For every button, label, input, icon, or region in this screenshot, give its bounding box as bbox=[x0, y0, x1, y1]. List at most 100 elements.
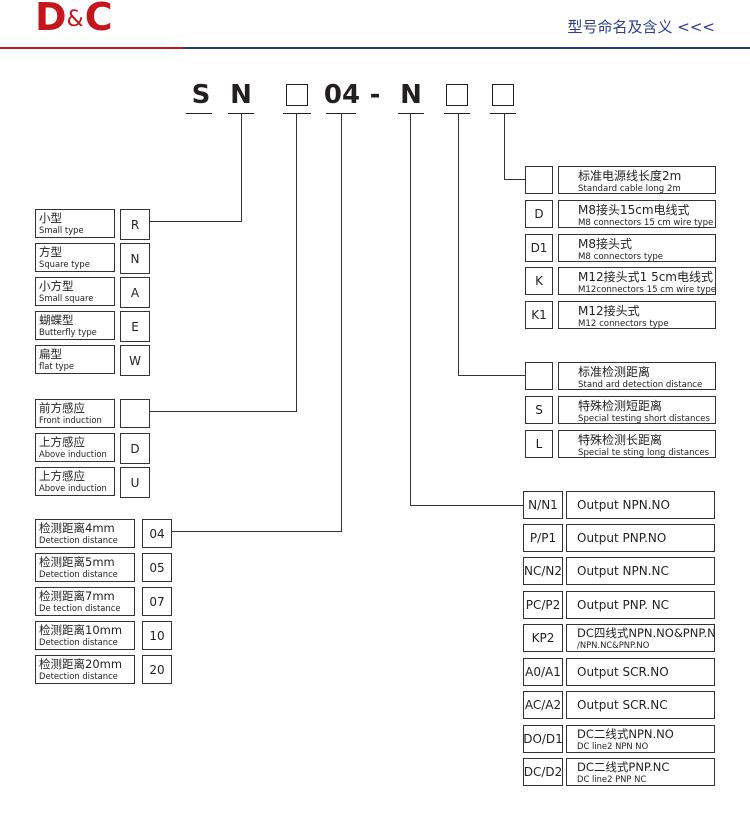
underline-induction bbox=[283, 113, 311, 115]
type-code-a: A bbox=[120, 277, 150, 308]
output-code-p-p1: P/P1 bbox=[523, 524, 563, 552]
type-code-e: E bbox=[120, 311, 150, 342]
code-letter-output: N bbox=[400, 80, 422, 110]
output-code-kp2: KP2 bbox=[523, 624, 563, 652]
output-code-nc-n2: NC/N2 bbox=[523, 557, 563, 585]
type-label-cn: 扁型 bbox=[39, 347, 62, 361]
connector-output-h bbox=[410, 505, 523, 506]
induction-label-en: Above induction bbox=[39, 483, 107, 493]
distance-label-en: De tection distance bbox=[39, 603, 121, 613]
distance-label-cn: 检测距离7mm bbox=[39, 589, 115, 603]
output-label-pnp-no: Output PNP.NO bbox=[566, 524, 715, 552]
type-code-w: W bbox=[120, 345, 150, 376]
distance-label-cn: 检测距离10mm bbox=[39, 623, 123, 637]
detect-label-en: Special te sting long distances bbox=[578, 448, 710, 458]
output-code-ac-a2: AC/A2 bbox=[523, 691, 563, 719]
distance-code-20: 20 bbox=[142, 655, 172, 684]
output-label-npn-no: Output NPN.NO bbox=[566, 491, 715, 519]
output-label-en: DC line2 NPN NO bbox=[577, 741, 649, 751]
code-letter-s: S bbox=[191, 80, 211, 110]
detect-label-short: 特殊检测短距离 Special testing short distances bbox=[558, 396, 716, 424]
type-label-cn: 方型 bbox=[39, 245, 62, 259]
type-label-square: 方型 Square type bbox=[35, 243, 115, 272]
type-label-flat: 扁型 flat type bbox=[35, 345, 115, 374]
cable-label-en: M12 connectors type bbox=[578, 319, 669, 329]
underline-s bbox=[186, 113, 212, 115]
code-range: 04 bbox=[323, 80, 361, 110]
distance-label-cn: 检测距离5mm bbox=[39, 555, 115, 569]
cable-label-cn: M12接头式 bbox=[578, 304, 640, 318]
cable-code-blank bbox=[525, 166, 553, 194]
type-label-cn: 小方型 bbox=[39, 279, 74, 293]
type-label-small-square: 小方型 Small square bbox=[35, 277, 115, 306]
induction-label-en: Front induction bbox=[39, 415, 102, 425]
cable-label-en: M8 connectors type bbox=[578, 252, 664, 262]
type-label-en: Square type bbox=[39, 259, 90, 269]
detect-label-cn: 特殊检测短距离 bbox=[578, 399, 663, 413]
type-label-small: 小型 Small type bbox=[35, 209, 115, 238]
connector-type-v bbox=[241, 113, 242, 222]
induction-label-en: Above induction bbox=[39, 449, 107, 459]
distance-label-en: Detection distance bbox=[39, 569, 118, 579]
cable-code-d: D bbox=[525, 200, 553, 228]
output-label-dc2-npn-no: DC二线式NPN.NO DC line2 NPN NO bbox=[566, 725, 715, 753]
connector-cable-v bbox=[504, 113, 505, 180]
induction-code-u: U bbox=[120, 467, 150, 498]
distance-label-10mm: 检测距离10mm Detection distance bbox=[35, 621, 135, 650]
output-label-en: /NPN.NC&PNP.NO bbox=[577, 640, 650, 650]
code-placeholder-detect bbox=[446, 84, 468, 106]
distance-label-20mm: 检测距离20mm Detection distance bbox=[35, 655, 135, 684]
cable-label-m12: M12接头式 M12 connectors type bbox=[558, 301, 716, 329]
connector-induction-h bbox=[150, 411, 297, 412]
connector-induction-v bbox=[296, 113, 297, 412]
cable-label-cn: M8接头式 bbox=[578, 237, 632, 251]
type-code-n: N bbox=[120, 243, 150, 274]
distance-code-04: 04 bbox=[142, 519, 172, 548]
output-code-pc-p2: PC/P2 bbox=[523, 591, 563, 619]
distance-label-cn: 检测距离4mm bbox=[39, 521, 115, 535]
output-label-pnp-nc: Output PNP. NC bbox=[566, 591, 715, 619]
output-code-do-d1: DO/D1 bbox=[523, 725, 563, 753]
output-label-scr-nc: Output SCR.NC bbox=[566, 691, 715, 719]
distance-code-07: 07 bbox=[142, 587, 172, 616]
cable-label-cn: M8接头15cm电线式 bbox=[578, 203, 690, 217]
induction-label-cn: 上方感应 bbox=[39, 469, 85, 483]
induction-label-cn: 前方感应 bbox=[39, 401, 85, 415]
distance-label-7mm: 检测距离7mm De tection distance bbox=[35, 587, 135, 616]
output-label-scr-no: Output SCR.NO bbox=[566, 658, 715, 686]
cable-label-m8: M8接头式 M8 connectors type bbox=[558, 234, 716, 262]
connector-distance-h bbox=[172, 531, 342, 532]
detect-label-standard: 标准检测距离 Stand ard detection distance bbox=[558, 362, 716, 390]
induction-code-d: D bbox=[120, 433, 150, 464]
output-label-en: DC line2 PNP NC bbox=[577, 774, 647, 784]
detect-label-en: Special testing short distances bbox=[578, 414, 710, 424]
induction-label-above-u: 上方感应 Above induction bbox=[35, 467, 115, 496]
connector-distance-v bbox=[341, 113, 342, 532]
detect-label-cn: 标准检测距离 bbox=[578, 365, 651, 379]
code-placeholder-cable bbox=[492, 84, 514, 106]
induction-code-blank bbox=[120, 399, 150, 428]
distance-code-10: 10 bbox=[142, 621, 172, 650]
underline-detect bbox=[444, 113, 470, 115]
underline-output bbox=[398, 113, 424, 115]
output-code-a0-a1: A0/A1 bbox=[523, 658, 563, 686]
output-label-cn: DC二线式NPN.NO bbox=[577, 727, 674, 741]
page-title: 型号命名及含义 <<< bbox=[567, 18, 715, 36]
output-code-n-n1: N/N1 bbox=[523, 491, 563, 519]
type-label-en: Butterfly type bbox=[39, 327, 97, 337]
detect-label-cn: 特殊检测长距离 bbox=[578, 433, 663, 447]
brand-logo: D & C bbox=[35, 0, 113, 39]
output-label-cn: DC二线式PNP.NC bbox=[577, 760, 670, 774]
cable-label-en: M12connectors 15 cm wire type bbox=[578, 285, 716, 295]
connector-cable-h bbox=[504, 179, 525, 180]
output-label-dc4-wire: DC四线式NPN.NO&PNP.NC /NPN.NC&PNP.NO bbox=[566, 624, 715, 652]
header-divider-blue bbox=[183, 47, 750, 49]
cable-code-k1: K1 bbox=[525, 301, 553, 329]
cable-label-m8-wire: M8接头15cm电线式 M8 connectors 15 cm wire typ… bbox=[558, 200, 716, 228]
type-label-butterfly: 蝴蝶型 Butterfly type bbox=[35, 311, 115, 340]
connector-detect-h bbox=[458, 375, 525, 376]
cable-code-k: K bbox=[525, 267, 553, 295]
induction-label-above-d: 上方感应 Above induction bbox=[35, 433, 115, 462]
output-label-dc2-pnp-nc: DC二线式PNP.NC DC line2 PNP NC bbox=[566, 758, 715, 786]
logo-d: D bbox=[35, 0, 67, 39]
